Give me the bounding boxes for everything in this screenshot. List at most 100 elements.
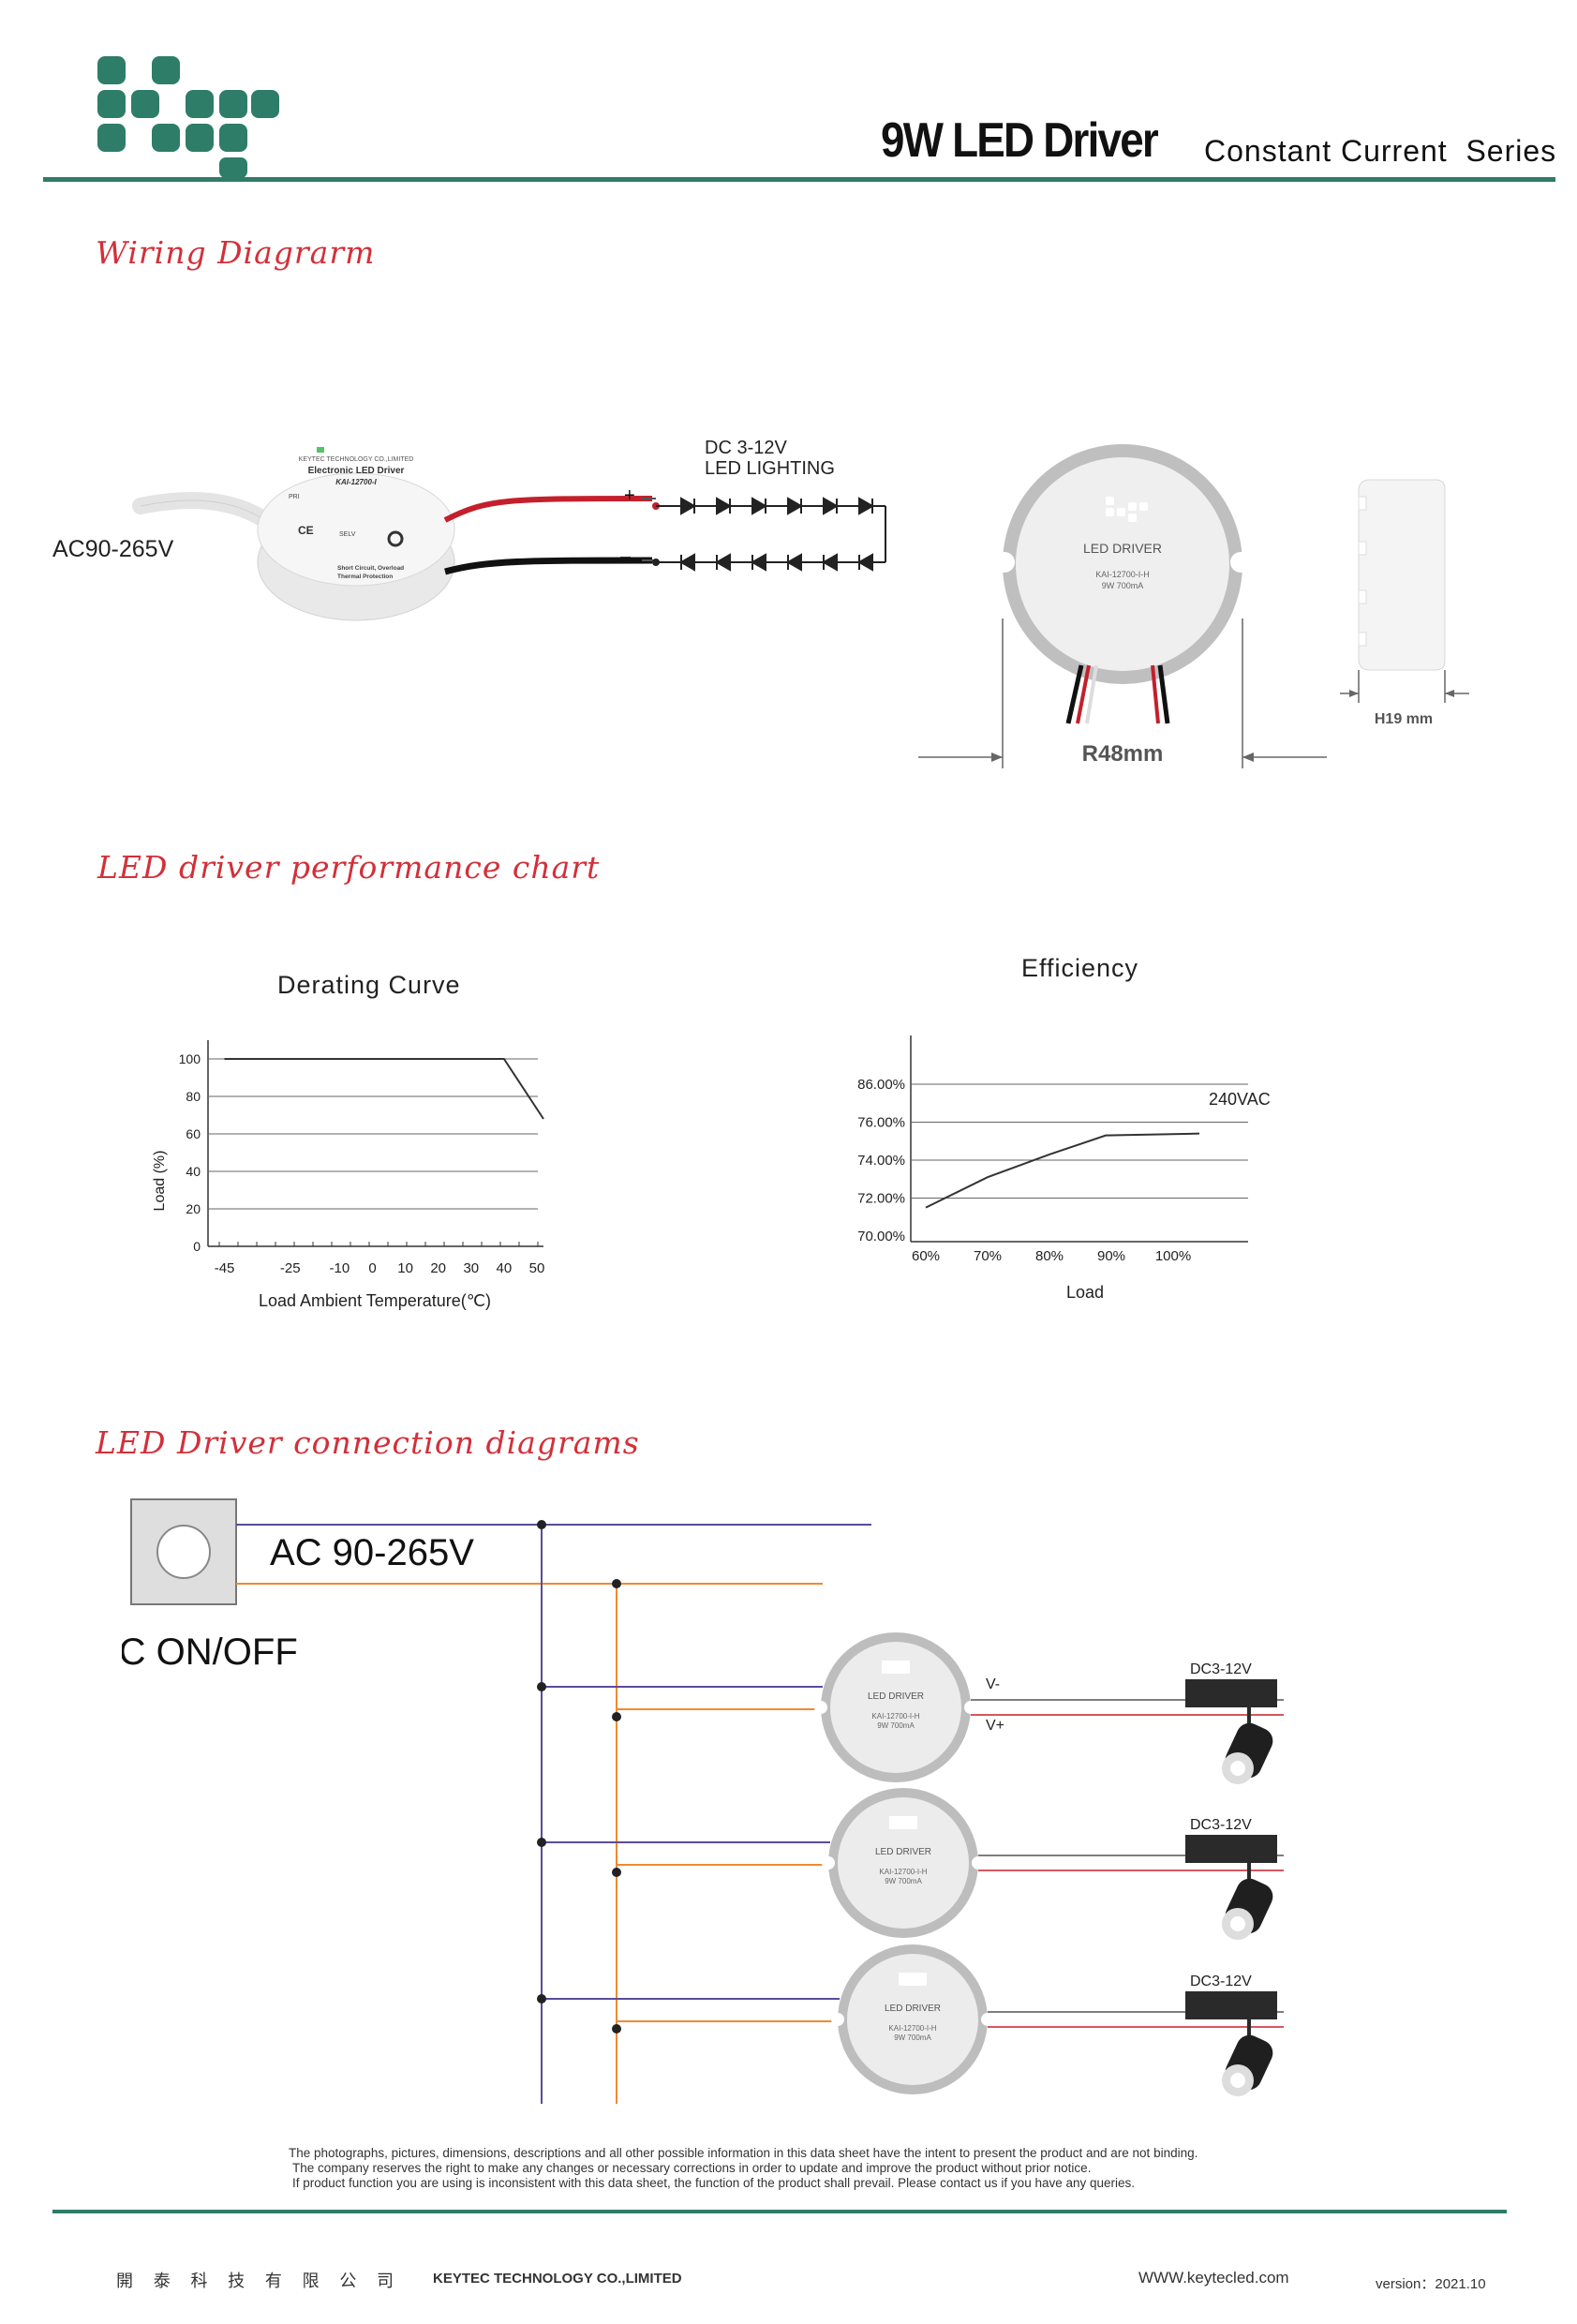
efficiency-ytick: 76.00% [857,1115,905,1131]
junction-dot [612,2024,621,2034]
top-view-model: KAI-12700-I-H [1095,570,1150,579]
product-model: KAI-12700-I [335,478,377,486]
section-title-performance: LED driver performance chart [97,849,601,886]
driver-rating: 9W 700mA [885,1877,922,1885]
efficiency-ytick: 86.00% [857,1077,905,1093]
page-subtitle: Constant Current Series [1204,134,1557,168]
led-diode-icon [716,497,733,515]
efficiency-chart: 86.00%76.00%74.00%72.00%70.00% 60%70%80%… [857,1035,1271,1302]
footer-company: KEYTEC TECHNOLOGY CO.,LIMITED [433,2271,682,2287]
led-diode-icon [856,553,873,572]
junction-dot [537,1838,546,1847]
junction-dot [537,1682,546,1691]
driver-unit: LED DRIVER KAI-12700-I-H9W 700mA DC3-12V [537,1632,1284,1784]
driver-title: LED DRIVER [875,1847,931,1857]
driver-notch [972,1856,985,1870]
product-protection-2: Thermal Protection [337,574,393,580]
efficiency-xtick: 90% [1097,1248,1125,1264]
derating-ytick: 0 [193,1239,201,1254]
wiring-diagram: KEYTEC TECHNOLOGY CO.,LIMITED Electronic… [132,438,1469,768]
driver-model: KAI-12700-I-H [879,1868,927,1876]
derating-ylabel: Load (%) [152,1151,168,1212]
top-view-rating: 9W 700mA [1102,581,1144,590]
driver-logo-icon [889,1816,917,1829]
dc-output-label: DC3-12V [1190,1974,1252,1989]
led-diode-icon [785,553,802,572]
derating-xlabel: Load Ambient Temperature(℃) [259,1291,491,1310]
dc-label-2: LED LIGHTING [705,458,835,479]
v-minus-label: V- [986,1676,1000,1692]
junction-dot [537,1994,546,2004]
efficiency-ytick: 72.00% [857,1191,905,1207]
derating-ytick: 80 [186,1089,201,1104]
dc-output-label: DC3-12V [1190,1817,1252,1833]
section-title-connection: LED Driver connection diagrams [96,1424,640,1461]
driver-title: LED DRIVER [868,1691,924,1702]
led-diode-icon [750,553,766,572]
derating-xtick: 0 [368,1260,376,1276]
driver-model: KAI-12700-I-H [888,2024,936,2033]
footer-website[interactable]: WWW.keytecled.com [1138,2269,1289,2287]
product-name: Electronic LED Driver [308,466,405,476]
footer-chinese-name: 開 泰 科 技 有 限 公 司 [116,2272,402,2291]
driver-logo-icon [882,1661,910,1674]
disclaimer: The photographs, pictures, dimensions, d… [289,2146,1198,2191]
led-diode-icon [714,553,731,572]
driver-rating: 9W 700mA [877,1721,915,1730]
product-pri: PRI [289,494,300,500]
efficiency-ytick: 74.00% [857,1153,905,1169]
footer-divider [52,2210,1507,2213]
section-title-wiring: Wiring Diagrarm [96,234,376,271]
switch-box [130,1498,237,1605]
driver-notch [822,1856,835,1870]
junction-dot [612,1868,621,1877]
junction-dot [612,1712,621,1721]
driver-face [838,1797,969,1929]
derating-ytick: 20 [186,1201,201,1216]
v-plus-label: V+ [986,1718,1004,1734]
derating-ytick: 60 [186,1126,201,1141]
derating-xtick: 40 [497,1260,513,1276]
track-adapter [1185,1679,1277,1707]
dim-height: H19 mm [1375,711,1433,727]
minus-label: – [620,546,632,567]
efficiency-series-label: 240VAC [1209,1090,1271,1109]
driver-face [847,1954,978,2085]
company-logo [94,49,281,180]
dc-output-label: DC3-12V [1190,1661,1252,1677]
efficiency-xlabel: Load [1066,1283,1104,1302]
efficiency-xtick: 60% [912,1248,940,1264]
derating-xtick: 10 [397,1260,413,1276]
driver-logo-icon [899,1973,927,1986]
led-diode-icon [787,497,804,515]
led-diode-icon [678,553,695,572]
derating-series-line [224,1058,544,1120]
driver-model: KAI-12700-I-H [871,1712,919,1721]
efficiency-xtick: 80% [1035,1248,1064,1264]
connection-diagram: AC 90-265V AC ON/OFF LED DRIVERKAI-12700… [122,1498,1284,2104]
driver-face [830,1642,961,1773]
header-divider [43,177,1555,182]
track-adapter [1185,1991,1277,2019]
product-protection-1: Short Circuit, Overload [337,565,404,572]
disclaimer-line: The company reserves the right to make a… [292,2161,1092,2175]
driver-notch [964,1701,977,1714]
derating-ytick: 40 [186,1164,201,1179]
driver-unit: LED DRIVER KAI-12700-I-H9W 700mA DC3-12V [537,1788,1284,1940]
disclaimer-line: The photographs, pictures, dimensions, d… [289,2146,1198,2160]
ac-switch-label: AC ON/OFF [122,1631,298,1673]
logo-icon [97,56,279,178]
driver-notch [831,2013,844,2026]
ac-input-label: AC90-265V [52,536,174,562]
efficiency-series-line [925,1132,1200,1209]
driver-product-photo: KEYTEC TECHNOLOGY CO.,LIMITED Electronic… [257,447,455,621]
led-diode-icon [751,497,768,515]
product-brand-line: KEYTEC TECHNOLOGY CO.,LIMITED [299,456,414,463]
led-diode-icon [823,497,840,515]
led-string [652,497,886,572]
derating-xtick: -25 [280,1260,301,1276]
spotlight-lens-inner [1230,1916,1245,1931]
driver-side-view: H19 mm [1340,479,1469,727]
